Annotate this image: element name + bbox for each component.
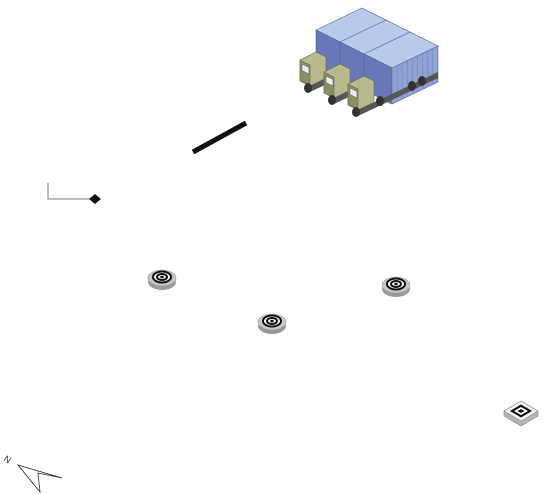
- target-marker-2: [381, 276, 411, 298]
- diamond-endpoint-icon: [89, 194, 101, 204]
- line-segment: [191, 120, 248, 155]
- compass-north-label: N: [2, 454, 13, 466]
- target-marker-1: [147, 269, 177, 291]
- diamond-tile-icon: [503, 400, 539, 427]
- truck-fleet-icon: [299, 7, 439, 118]
- elbow-connector: [47, 183, 101, 204]
- north-arrow-icon: N: [2, 454, 63, 494]
- target-marker-3: [257, 313, 287, 335]
